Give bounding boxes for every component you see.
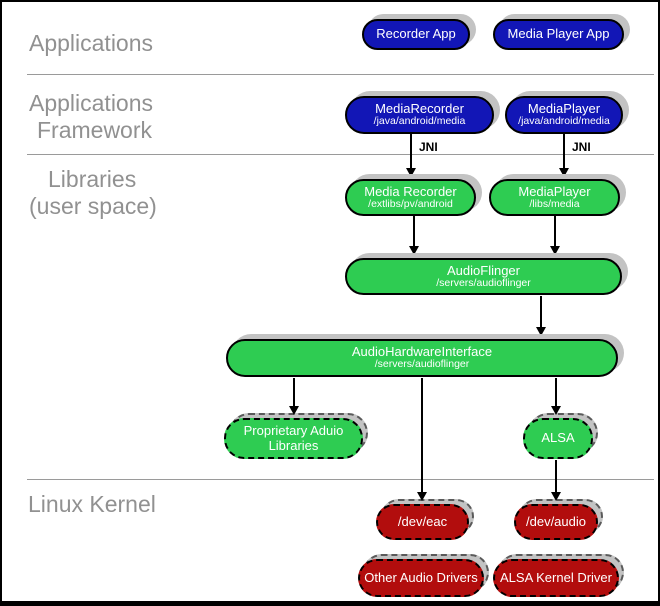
section-label-applications-framework: Applications Framework (29, 90, 153, 144)
node-mediaplayer-lib: MediaPlayer /libs/media (489, 179, 620, 216)
arrow-audioflinger-to-ahi (536, 296, 546, 336)
node-other-audio-drivers: Other Audio Drivers (358, 554, 489, 597)
node-proprietary-audio-libraries: Proprietary Aduio Libraries (224, 413, 368, 459)
arrow-ahi-to-dev-eac (417, 378, 427, 501)
arrow-mediarecorder-jni (406, 134, 416, 177)
arrow-ahi-to-proprietary (289, 378, 299, 415)
node-title-line: Proprietary Aduio (243, 423, 344, 439)
node-recorder-app: Recorder App (362, 19, 470, 50)
node-path: /java/android/media (518, 115, 610, 128)
node-dev-audio: /dev/audio (514, 499, 603, 540)
node-title: MediaPlayer (527, 101, 601, 117)
node-audiohardwareinterface: AudioHardwareInterface /servers/audiofli… (226, 339, 618, 377)
node-path: /servers/audioflinger (436, 276, 531, 289)
node-title: MediaRecorder (375, 101, 464, 117)
node-title: Recorder App (376, 26, 456, 42)
node-title: MediaPlayer (518, 183, 591, 199)
arrow-mediaplayer-to-audioflinger (550, 216, 560, 255)
node-path: /java/android/media (373, 115, 466, 128)
section-label-line: Applications (29, 90, 154, 116)
node-title-line: Libraries (268, 437, 319, 453)
jni-label-left: JNI (419, 140, 438, 154)
divider-applications-framework (27, 74, 654, 75)
node-path: /servers/audioflinger (374, 358, 470, 371)
node-media-player-app: Media Player App (493, 19, 624, 50)
node-title: ALSA Kernel Driver (500, 569, 612, 585)
divider-libraries-kernel (27, 479, 654, 480)
node-title: /dev/eac (397, 513, 448, 529)
node-title: Media Recorder (364, 183, 457, 199)
node-dev-eac: /dev/eac (376, 499, 474, 540)
arrow-mediarecorder-to-audioflinger (409, 216, 419, 255)
node-title: AudioHardwareInterface (351, 344, 493, 360)
node-title: ALSA (541, 430, 575, 446)
node-path: /libs/media (529, 197, 580, 210)
jni-label-right: JNI (572, 140, 591, 154)
arrow-ahi-to-alsa (551, 378, 561, 415)
node-title: Other Audio Drivers (364, 569, 478, 585)
node-audioflinger: AudioFlinger /servers/audioflinger (345, 258, 622, 295)
section-label-line: Framework (37, 117, 153, 143)
section-label-applications: Applications (29, 30, 154, 56)
section-label-line: Libraries (48, 166, 137, 192)
node-mediaplayer-framework: MediaPlayer /java/android/media (505, 96, 623, 134)
node-alsa-kernel-driver: ALSA Kernel Driver (493, 554, 624, 597)
arrow-alsa-to-dev-audio (551, 460, 561, 501)
node-title: /dev/audio (526, 513, 586, 529)
node-title: AudioFlinger (447, 262, 520, 278)
node-media-recorder-lib: Media Recorder /extlibs/pv/android (345, 179, 476, 216)
section-label-line: (user space) (29, 193, 157, 219)
section-label-libraries: Libraries (user space) (29, 166, 157, 220)
section-label-linux-kernel: Linux Kernel (28, 491, 156, 517)
node-mediarecorder-framework: MediaRecorder /java/android/media (345, 96, 494, 134)
node-title: Media Player App (507, 26, 610, 42)
arrow-mediaplayer-jni (559, 134, 569, 177)
node-path: /extlibs/pv/android (368, 197, 453, 210)
node-alsa: ALSA (523, 413, 598, 459)
divider-framework-libraries (27, 154, 654, 155)
